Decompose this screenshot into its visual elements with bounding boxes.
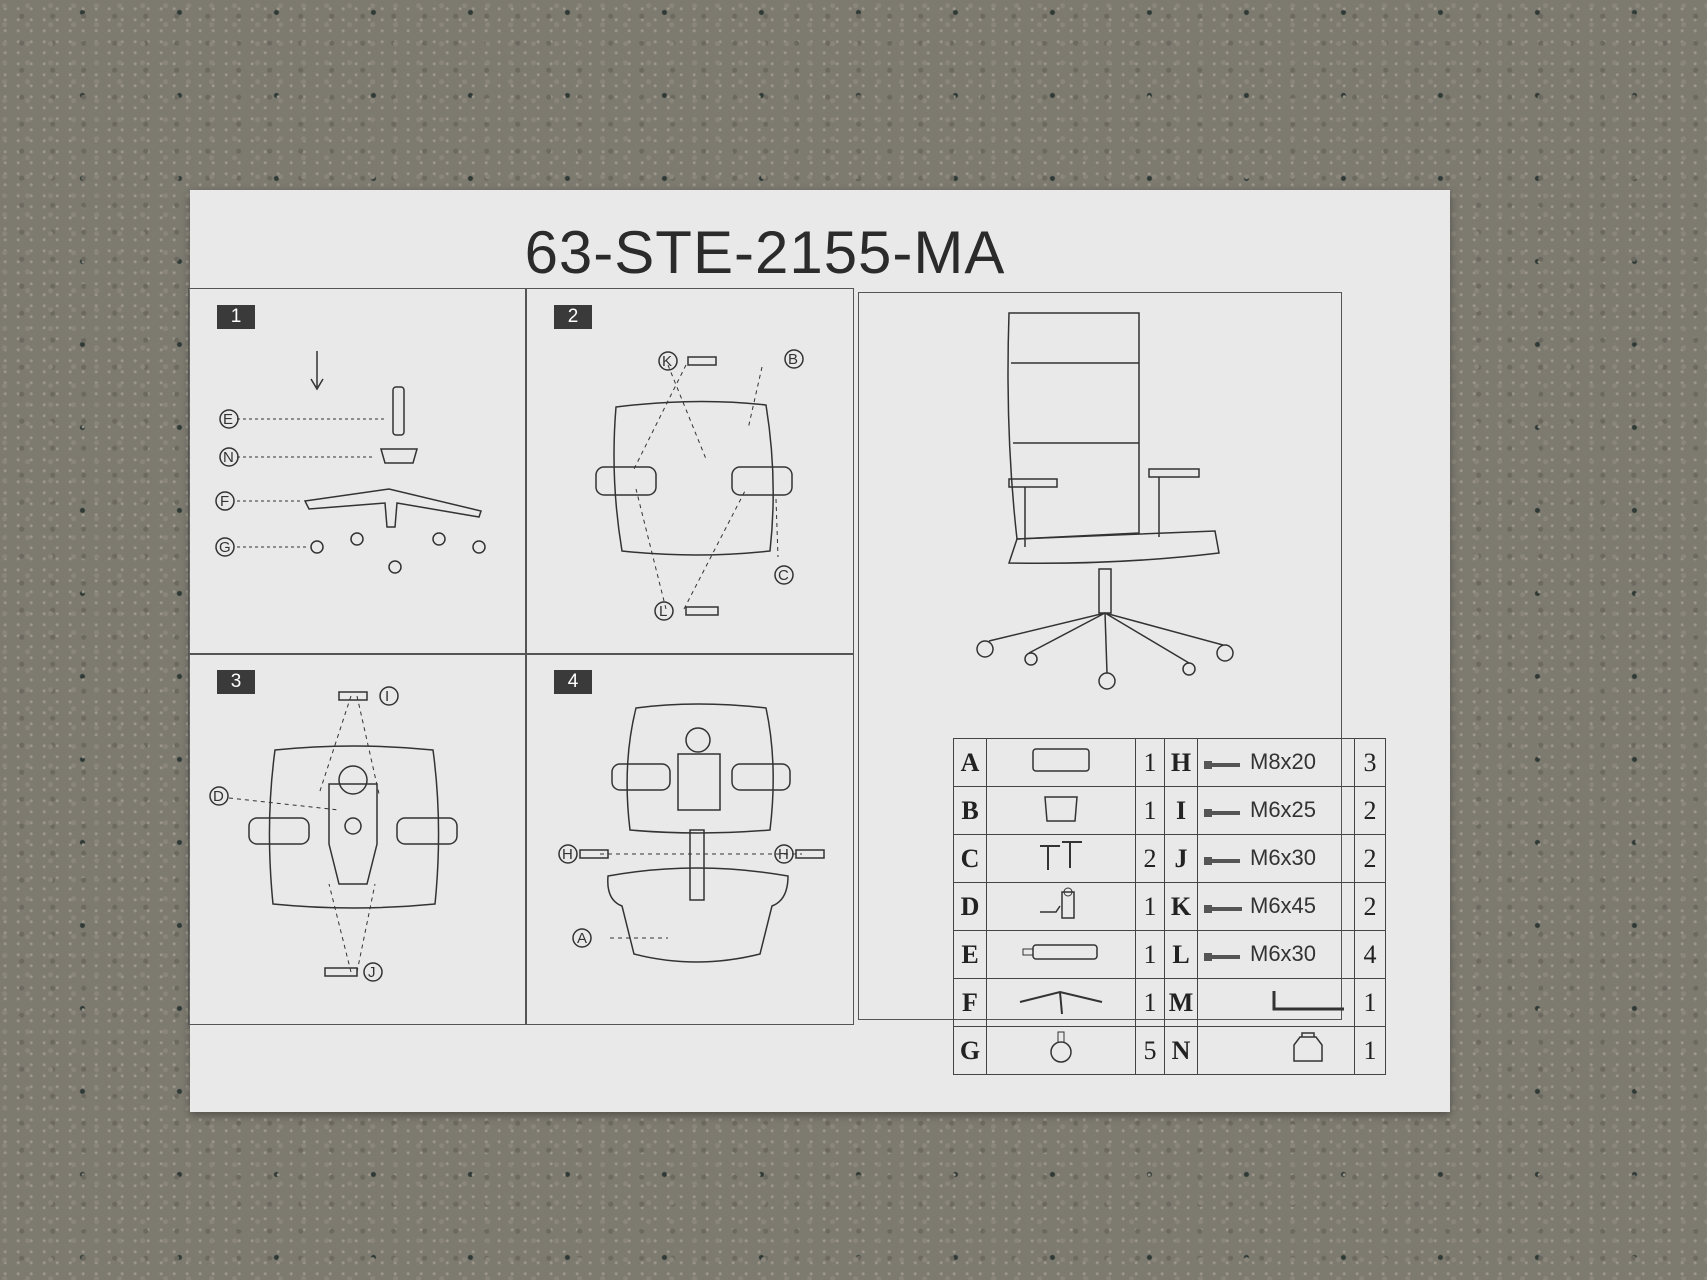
callout-e: E [223, 411, 233, 428]
step-1-panel: 1 E N F G [188, 288, 527, 655]
part-letter: L [1164, 930, 1198, 979]
part-qty: 2 [1354, 786, 1386, 835]
part-letter: K [1164, 882, 1198, 931]
part-spec: M6x45 [1197, 882, 1355, 931]
gas-cylinder-icon [986, 930, 1136, 979]
step-1-badge: 1 [217, 305, 255, 329]
callout-b: B [788, 351, 798, 368]
callout-d: D [213, 788, 224, 805]
part-qty: 5 [1135, 1026, 1165, 1075]
parts-row: B 1 I M6x25 2 [953, 786, 1386, 835]
part-letter: A [953, 738, 987, 787]
parts-row: C 2 J M6x30 2 [953, 834, 1386, 883]
callout-a: A [577, 930, 587, 947]
assembled-chair-illustration [976, 312, 1234, 690]
instruction-sheet: 63-STE-2155-MA 1 E N F G 2 K [188, 190, 1450, 1112]
part-spec-label: M6x25 [1250, 796, 1317, 822]
callout-h-left: H [562, 846, 573, 863]
parts-row: F 1 M 1 [953, 978, 1386, 1027]
bolt-icon [1204, 798, 1250, 824]
caster-row [310, 532, 486, 574]
parts-row: A 1 H M8x20 3 [953, 738, 1386, 787]
bolt-icon [1204, 894, 1250, 920]
part-letter: E [953, 930, 987, 979]
parts-row: D 1 K M6x45 2 [953, 882, 1386, 931]
part-spec: M8x20 [1197, 738, 1355, 787]
part-qty: 1 [1354, 978, 1386, 1027]
part-letter: I [1164, 786, 1198, 835]
part-spec-label: M6x45 [1250, 892, 1317, 918]
parts-list: A 1 H M8x20 3 B 1 I M6x25 2 C 2 J M6x30 … [953, 738, 1386, 1075]
step-2-badge: 2 [554, 305, 592, 329]
part-qty: 4 [1354, 930, 1386, 979]
callout-g: G [219, 539, 231, 556]
part-qty: 1 [1135, 978, 1165, 1027]
part-spec-label: M6x30 [1250, 844, 1317, 870]
part-spec: M6x30 [1197, 834, 1355, 883]
part-qty: 1 [1135, 930, 1165, 979]
step-1-diagram: E N F G [215, 351, 486, 574]
part-letter: D [953, 882, 987, 931]
part-qty: 1 [1135, 882, 1165, 931]
parts-row: E 1 L M6x30 4 [953, 930, 1386, 979]
bolt-icon [1204, 846, 1250, 872]
part-letter: M [1164, 978, 1198, 1027]
armrest-pair-icon [986, 834, 1136, 883]
part-letter: N [1164, 1026, 1198, 1075]
part-letter: C [953, 834, 987, 883]
part-letter: B [953, 786, 987, 835]
part-qty: 2 [1354, 882, 1386, 931]
step-3-badge: 3 [217, 670, 255, 694]
part-spec: M6x30 [1197, 930, 1355, 979]
step-4-badge: 4 [554, 670, 592, 694]
part-spec-label: M6x30 [1250, 940, 1317, 966]
step-4-panel: 4 H H A [525, 653, 854, 1025]
callout-j: J [368, 964, 376, 981]
part-spec-label: M8x20 [1250, 748, 1317, 774]
base-star-icon [986, 978, 1136, 1027]
part-letter: H [1164, 738, 1198, 787]
model-title: 63-STE-2155-MA [524, 219, 1006, 286]
part-qty: 1 [1135, 738, 1165, 787]
step-3-diagram: I J D [209, 686, 458, 982]
seat-cushion-icon [986, 738, 1136, 787]
callout-i: I [385, 688, 389, 705]
step-3-panel: 3 I J D [188, 653, 527, 1025]
part-letter: F [953, 978, 987, 1027]
callout-c: C [778, 567, 789, 584]
bolt-icon [1204, 942, 1250, 968]
bolt-icon [1204, 750, 1250, 776]
part-qty: 2 [1354, 834, 1386, 883]
step-2-diagram: K B C L [595, 349, 804, 621]
caster-icon [986, 1026, 1136, 1075]
mechanism-icon [986, 882, 1136, 931]
callout-f: F [220, 493, 229, 510]
step-4-diagram: H H A [558, 703, 825, 963]
part-qty: 1 [1135, 786, 1165, 835]
bushing-icon [1197, 1026, 1355, 1075]
part-letter: G [953, 1026, 987, 1075]
part-qty: 3 [1354, 738, 1386, 787]
part-qty: 2 [1135, 834, 1165, 883]
seat-plate-icon [986, 786, 1136, 835]
allen-key-icon [1197, 978, 1355, 1027]
callout-l: L [659, 603, 667, 620]
parts-row: G 5 N 1 [953, 1026, 1386, 1075]
part-letter: J [1164, 834, 1198, 883]
callout-k: K [662, 353, 672, 370]
step-2-panel: 2 K B C L [525, 288, 854, 655]
callout-h-right: H [778, 846, 789, 863]
part-qty: 1 [1354, 1026, 1386, 1075]
callout-n: N [223, 449, 234, 466]
part-spec: M6x25 [1197, 786, 1355, 835]
